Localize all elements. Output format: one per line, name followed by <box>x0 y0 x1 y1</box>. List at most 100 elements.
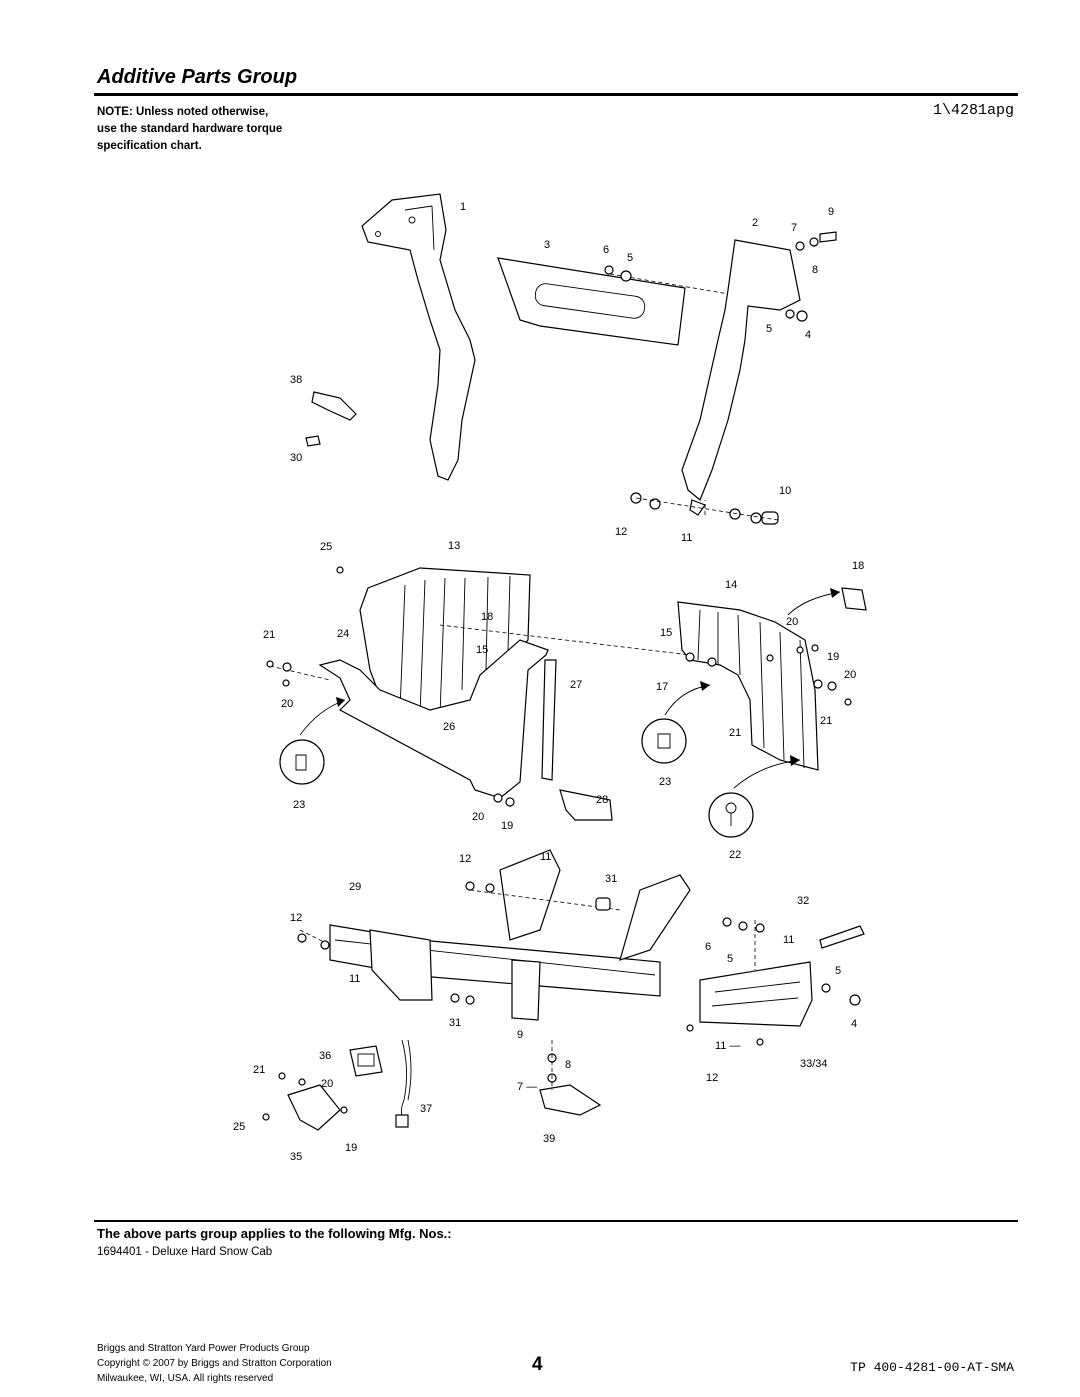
corner-bracket-18 <box>841 587 867 611</box>
applies-rule <box>94 1220 1018 1222</box>
footer-line: Briggs and Stratton Yard Power Products … <box>97 1343 310 1354</box>
callout: 25 <box>233 1121 245 1133</box>
top-bar-part <box>497 257 736 346</box>
callout: 12 <box>615 526 627 538</box>
hardware-cluster-lower <box>297 881 611 1005</box>
callout: 11 <box>349 973 360 985</box>
callout: 17 <box>656 681 668 693</box>
callout: 21 <box>253 1064 265 1076</box>
applies-heading: The above parts group applies to the fol… <box>97 1226 452 1241</box>
callout: 21 <box>820 715 832 727</box>
callout: 35 <box>290 1151 302 1163</box>
cross-frame-part <box>299 849 691 1021</box>
page-number: 4 <box>532 1354 543 1375</box>
callout: 12 <box>290 912 302 924</box>
callout: 38 <box>290 374 302 386</box>
callout: 9 <box>517 1029 523 1041</box>
callout: 5 <box>766 323 772 335</box>
wire-harness-37 <box>395 1039 412 1128</box>
callout: 11 <box>783 934 794 946</box>
callout: 20 <box>281 698 293 710</box>
torque-note: NOTE: Unless noted otherwise, use the st… <box>97 104 357 155</box>
callout: 3 <box>544 239 550 251</box>
callout: 27 <box>570 679 582 691</box>
callout: 21 <box>263 629 275 641</box>
callout: 10 <box>779 485 791 497</box>
right-door-panel-part <box>677 601 819 771</box>
right-bracket-33-34 <box>686 917 865 1046</box>
page-title: Additive Parts Group <box>97 66 298 88</box>
callout: 6 <box>705 941 711 953</box>
callout: 4 <box>805 329 811 341</box>
callout: 7 — <box>517 1081 537 1093</box>
model-entry: 1694401 - Deluxe Hard Snow Cab <box>97 1246 273 1258</box>
callout: 15 <box>476 644 488 656</box>
callout: 23 <box>293 799 305 811</box>
switch-part-36 <box>349 1045 383 1077</box>
callout: 20 <box>321 1078 333 1090</box>
bracket-39 <box>539 1040 602 1116</box>
callout: 36 <box>319 1050 331 1062</box>
callout: 20 <box>472 811 484 823</box>
detail-arrows <box>299 588 841 789</box>
callout: 29 <box>349 881 361 893</box>
callout: 1 <box>460 201 466 213</box>
exploded-parts-diagram: 1 2 3 4 5 5 6 7 8 9 10 11 12 38 30 25 13… <box>233 193 867 1163</box>
callout: 31 <box>605 873 617 885</box>
callout-labels: 1 2 3 4 5 5 6 7 8 9 10 11 12 38 30 25 13… <box>233 201 864 1163</box>
callout: 37 <box>420 1103 432 1115</box>
callout: 20 <box>786 616 798 628</box>
callout: 31 <box>449 1017 461 1029</box>
note-line: specification chart. <box>97 140 202 152</box>
callout: 20 <box>844 669 856 681</box>
callout: 8 <box>565 1059 571 1071</box>
callout: 24 <box>337 628 349 640</box>
callout: 7 <box>791 222 797 234</box>
callout: 18 <box>481 611 493 623</box>
copyright-footer: Briggs and Stratton Yard Power Products … <box>97 1341 332 1386</box>
callout: 21 <box>729 727 741 739</box>
callout: 9 <box>828 206 834 218</box>
callout: 19 <box>345 1142 357 1154</box>
callout: 8 <box>812 264 818 276</box>
hardware-cluster-top <box>604 231 837 525</box>
callout: 19 <box>827 651 839 663</box>
callout: 5 <box>835 965 841 977</box>
callout: 18 <box>852 560 864 572</box>
right-post-part <box>681 239 801 516</box>
callout: 12 <box>459 853 471 865</box>
footer-line: Copyright © 2007 by Briggs and Stratton … <box>97 1358 332 1369</box>
note-line: NOTE: Unless noted otherwise, <box>97 106 269 118</box>
latch-part-38 <box>305 391 357 447</box>
callout: 4 <box>851 1018 857 1030</box>
callout: 25 <box>320 541 332 553</box>
callout: 39 <box>543 1133 555 1145</box>
callout: 11 <box>540 851 551 863</box>
callout: 22 <box>729 849 741 861</box>
drawing-code: 1\4281apg <box>932 102 1014 119</box>
callout: 11 <box>681 532 692 544</box>
callout: 11 — <box>715 1040 740 1052</box>
left-post-part <box>361 193 476 481</box>
callout: 14 <box>725 579 737 591</box>
document-number: TP 400-4281-00-AT-SMA <box>850 1360 1014 1375</box>
callout: 28 <box>596 794 608 806</box>
callout: 5 <box>727 953 733 965</box>
left-lower-frame-part <box>269 624 691 821</box>
callout: 26 <box>443 721 455 733</box>
callout: 30 <box>290 452 302 464</box>
callout: 19 <box>501 820 513 832</box>
callout: 15 <box>660 627 672 639</box>
callout: 2 <box>752 217 758 229</box>
callout: 23 <box>659 776 671 788</box>
title-rule <box>94 93 1018 96</box>
detail-circles <box>279 718 754 838</box>
callout: 13 <box>448 540 460 552</box>
note-line: use the standard hardware torque <box>97 123 283 135</box>
callout: 5 <box>627 252 633 264</box>
bracket-35 <box>262 1072 348 1131</box>
hardware-cluster-middle <box>266 566 852 807</box>
callout: 6 <box>603 244 609 256</box>
callout: 33/34 <box>800 1058 828 1070</box>
callout: 12 <box>706 1072 718 1084</box>
